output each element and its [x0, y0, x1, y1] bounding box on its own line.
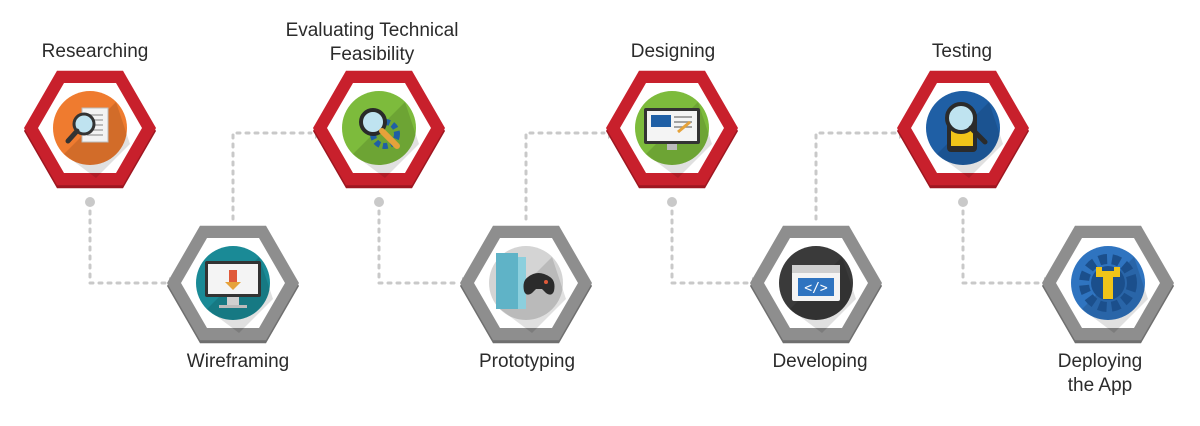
step-label-developing: Developing	[772, 351, 868, 372]
step-label-wireframing: Wireframing	[186, 351, 290, 372]
gear-wrench-icon	[1079, 254, 1137, 312]
connector-line	[814, 131, 897, 221]
step-badge-designing	[606, 70, 738, 189]
step-badge-wireframing	[167, 225, 299, 344]
step-label-deploying-the-app: Deploying the App	[1057, 351, 1143, 396]
monitor-design-icon	[644, 108, 700, 150]
step-badge-evaluating-technical-feasibility	[313, 70, 445, 189]
connector-line	[231, 131, 313, 221]
step-badge-prototyping	[460, 225, 592, 344]
code-window-icon: </>	[792, 265, 840, 301]
step-label-researching: Researching	[41, 41, 149, 62]
connector-dot	[958, 197, 968, 207]
step-badge-testing	[897, 70, 1029, 189]
connector-dot	[374, 197, 384, 207]
magnifier-document-icon	[65, 107, 109, 144]
gamepad-book-icon	[496, 253, 555, 309]
step-badge-deploying-the-app	[1042, 225, 1174, 344]
step-label-prototyping: Prototyping	[478, 351, 576, 372]
svg-text:</>: </>	[804, 281, 828, 296]
step-label-evaluating-technical-feasibility: Evaluating Technical Feasibility	[285, 20, 459, 65]
connector-line	[670, 200, 750, 285]
connector-line	[88, 200, 167, 285]
magnifier-gear-icon	[359, 108, 400, 149]
connector-line	[961, 200, 1042, 285]
connector-line	[524, 131, 606, 221]
step-label-designing: Designing	[630, 41, 716, 62]
connector-line	[377, 200, 460, 285]
connector-dot	[85, 197, 95, 207]
step-badge-researching	[24, 70, 156, 189]
magnifier-phone-icon	[945, 102, 988, 152]
monitor-wireframe-icon	[205, 261, 261, 308]
step-badges: </>	[24, 70, 1174, 344]
step-badge-developing: </>	[750, 225, 882, 344]
connector-dot	[667, 197, 677, 207]
step-label-testing: Testing	[931, 41, 993, 62]
